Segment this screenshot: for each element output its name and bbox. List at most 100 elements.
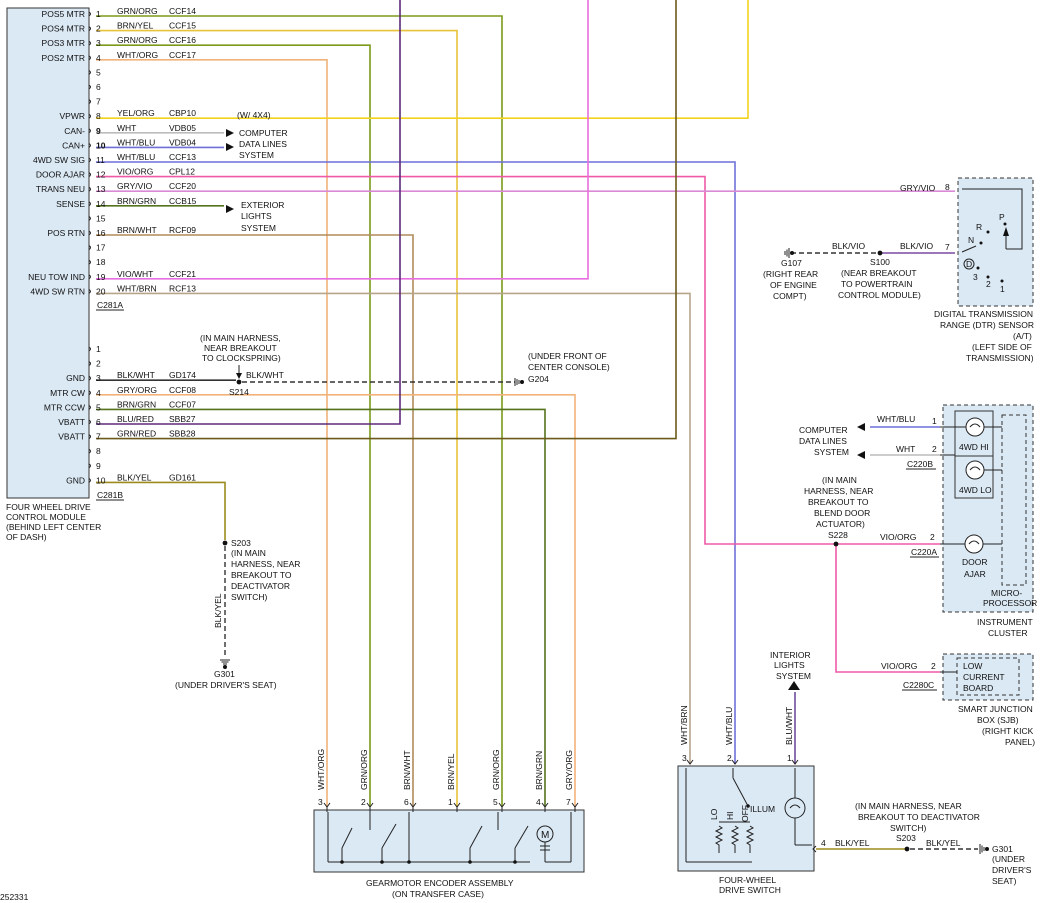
svg-text:4WD HI: 4WD HI: [959, 442, 989, 452]
svg-text:(ON TRANSFER CASE): (ON TRANSFER CASE): [392, 889, 484, 899]
s228-splice: (IN MAIN HARNESS, NEAR BREAKOUT TO BLEND…: [804, 475, 939, 558]
pin-number: 3: [96, 38, 101, 48]
gearmotor-wire-label: GRY/ORG: [564, 750, 574, 790]
svg-text:COMPUTER: COMPUTER: [239, 128, 288, 138]
figure-id: 252331: [0, 892, 29, 902]
svg-text:RANGE (DTR) SENSOR: RANGE (DTR) SENSOR: [940, 320, 1034, 330]
svg-text:D: D: [966, 259, 972, 269]
pin-number: 3: [96, 373, 101, 383]
pin-number: 19: [96, 272, 106, 282]
svg-text:SWITCH): SWITCH): [231, 592, 268, 602]
pin-name: VBATT: [58, 417, 85, 427]
circuit-label: GD161: [169, 472, 196, 482]
w4x4-note: (W/ 4X4): [237, 110, 271, 120]
svg-text:(A/T): (A/T): [1013, 331, 1032, 341]
svg-text:DRIVE SWITCH: DRIVE SWITCH: [719, 885, 781, 895]
pin-number: 2: [96, 359, 101, 369]
svg-text:INSTRUMENT: INSTRUMENT: [977, 617, 1033, 627]
svg-text:CENTER CONSOLE): CENTER CONSOLE): [528, 362, 610, 372]
s100-splice: BLK/VIO BLK/VIO S100 (NEAR BREAKOUT TO P…: [791, 241, 933, 300]
svg-text:2: 2: [931, 661, 936, 671]
wire-color-label: WHT/BRN: [117, 283, 157, 293]
dtr-sensor: [957, 177, 1034, 307]
svg-text:WHT/BLU: WHT/BLU: [877, 414, 915, 424]
svg-text:(RIGHT REAR: (RIGHT REAR: [763, 269, 818, 279]
fwd-pin-number: 2: [727, 753, 732, 763]
svg-text:CURRENT: CURRENT: [963, 672, 1005, 682]
circuit-label: CPL12: [169, 167, 195, 177]
pin-number: 5: [96, 67, 101, 77]
circuit-label: RCF13: [169, 283, 196, 293]
svg-text:BLK/VIO: BLK/VIO: [832, 241, 865, 251]
svg-text:TRANSMISSION): TRANSMISSION): [966, 353, 1034, 363]
pin-number: 1: [96, 9, 101, 19]
gearmotor-pin-number: 4: [536, 797, 541, 807]
cluster-internals: 4WD HI 4WD LO DOOR AJAR 1 2 2 MICRO- PRO…: [930, 410, 1037, 608]
motor-symbol: M: [541, 830, 549, 841]
pin-number: 8: [96, 446, 101, 456]
four-wheel-drive-control-module: [6, 7, 90, 499]
fwd-wire-label: WHT/BLU: [724, 707, 734, 745]
circuit-label: CCF13: [169, 152, 196, 162]
wire-color-label: VIO/WHT: [117, 269, 153, 279]
svg-text:(UNDER DRIVER'S SEAT): (UNDER DRIVER'S SEAT): [175, 680, 277, 690]
svg-text:BLK/YEL: BLK/YEL: [835, 838, 870, 848]
svg-text:BLK/VIO: BLK/VIO: [900, 241, 933, 251]
pin-number: 15: [96, 213, 106, 223]
wire-color-label: BRN/WHT: [117, 225, 157, 235]
svg-text:(IN MAIN: (IN MAIN: [822, 475, 857, 485]
pin-name: MTR CW: [50, 388, 85, 398]
fwd-pin-number: 1: [787, 753, 792, 763]
gearmotor-wire-label: BRN/GRN: [534, 751, 544, 790]
sjb-internals: LOW CURRENT BOARD 2: [931, 657, 1020, 696]
circuit-label: VDB05: [169, 123, 196, 133]
pin-name: POS2 MTR: [42, 53, 85, 63]
sjb-caption: SMART JUNCTION BOX (SJB) (RIGHT KICK PAN…: [958, 704, 1035, 747]
wire-vbatt-1: [96, 0, 401, 425]
svg-text:FOUR WHEEL DRIVE: FOUR WHEEL DRIVE: [6, 502, 91, 512]
wire-color-label: GRN/ORG: [117, 6, 158, 16]
svg-text:3: 3: [973, 272, 978, 282]
svg-text:SYSTEM: SYSTEM: [239, 150, 274, 160]
circuit-label: CBP10: [169, 108, 196, 118]
fwd-switch-internals: LO HI OFF ILLUM: [685, 768, 812, 863]
svg-text:ILLUM: ILLUM: [750, 804, 775, 814]
svg-text:G301: G301: [214, 669, 235, 679]
circuit-label: SBB28: [169, 429, 196, 439]
svg-text:S203: S203: [231, 538, 251, 548]
pin-name: VPWR: [60, 111, 86, 121]
svg-text:2: 2: [932, 444, 937, 454]
pin-number: 5: [96, 402, 101, 412]
svg-text:OFF: OFF: [740, 805, 750, 822]
wire-color-label: BLK/YEL: [117, 472, 152, 482]
pin-name: SENSE: [56, 199, 85, 209]
svg-text:2: 2: [986, 279, 991, 289]
svg-text:TO CLOCKSPRING): TO CLOCKSPRING): [202, 353, 281, 363]
svg-text:BLEND DOOR: BLEND DOOR: [814, 508, 870, 518]
wire-color-label: GRY/VIO: [117, 181, 153, 191]
pin-name: DOOR AJAR: [36, 170, 85, 180]
svg-text:HARNESS, NEAR: HARNESS, NEAR: [231, 559, 300, 569]
wires-layer: [96, 0, 955, 850]
svg-text:BLK/YEL: BLK/YEL: [213, 593, 223, 628]
gearmotor-pins: 3WHT/ORG2GRN/ORG6BRN/WHT1BRN/YEL5GRN/ORG…: [316, 749, 579, 812]
svg-text:2: 2: [930, 532, 935, 542]
svg-text:INTERIOR: INTERIOR: [770, 650, 811, 660]
pin-name: POS4 MTR: [42, 24, 85, 34]
gearmotor-wire-label: GRN/ORG: [491, 749, 501, 790]
svg-text:S100: S100: [870, 257, 890, 267]
svg-text:LIGHTS: LIGHTS: [774, 660, 805, 670]
pin-number: 2: [96, 24, 101, 34]
svg-text:MICRO-: MICRO-: [991, 588, 1022, 598]
svg-text:FOUR-WHEEL: FOUR-WHEEL: [719, 875, 776, 885]
wire-color-label: GRN/ORG: [117, 35, 158, 45]
connector-c281b: C281B: [97, 490, 123, 500]
svg-text:TO POWERTRAIN: TO POWERTRAIN: [841, 279, 912, 289]
svg-text:C220B: C220B: [907, 459, 933, 469]
svg-text:(IN MAIN HARNESS,: (IN MAIN HARNESS,: [200, 333, 281, 343]
svg-text:SMART JUNCTION: SMART JUNCTION: [958, 704, 1033, 714]
wire-vbatt-2: [96, 0, 677, 440]
svg-text:DOOR: DOOR: [962, 557, 988, 567]
pin-number: 1: [96, 344, 101, 354]
